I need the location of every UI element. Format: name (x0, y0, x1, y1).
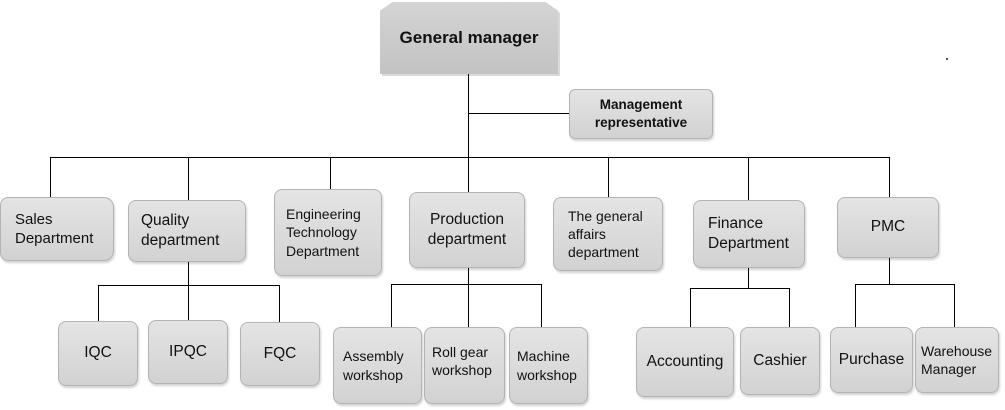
pmc-department-node: PMC (837, 197, 939, 258)
general-affairs-department-node: The general affairs department (553, 197, 663, 271)
general-manager-label: General manager (399, 28, 539, 47)
purchase-node: Purchase (830, 327, 913, 393)
management-representative-label: Management representative (594, 97, 688, 130)
iqc-node: IQC (58, 321, 138, 386)
fqc-node: FQC (240, 322, 320, 386)
quality-department-node: Quality department (128, 200, 246, 262)
engineering-department-label: Engineering Technology Department (286, 206, 361, 259)
fqc-label: FQC (263, 344, 297, 362)
general-manager-node: General manager (380, 2, 558, 74)
warehouse-manager-node: Warehouse Manager (915, 327, 999, 393)
assembly-workshop-node: Assembly workshop (333, 327, 422, 404)
general-affairs-department-label: The general affairs department (568, 207, 643, 261)
roll-gear-workshop-node: Roll gear workshop (424, 327, 505, 404)
roll-gear-workshop-label: Roll gear workshop (432, 344, 492, 379)
warehouse-manager-label: Warehouse Manager (921, 342, 993, 377)
pmc-department-label: PMC (870, 218, 906, 236)
accounting-node: Accounting (636, 327, 734, 397)
machine-workshop-node: Machine workshop (509, 327, 588, 404)
ipqc-node: IPQC (148, 320, 228, 384)
cashier-label: Cashier (753, 351, 807, 369)
management-representative-node: Management representative (569, 89, 713, 139)
production-department-node: Production department (409, 192, 525, 268)
engineering-department-node: Engineering Technology Department (274, 189, 382, 276)
ipqc-label: IPQC (169, 342, 207, 360)
quality-department-label: Quality department (141, 211, 220, 249)
cashier-node: Cashier (740, 327, 820, 395)
assembly-workshop-label: Assembly workshop (343, 348, 404, 383)
production-department-label: Production department (427, 210, 507, 248)
sales-department-label: Sales Department (15, 210, 94, 248)
stray-dot (946, 58, 948, 60)
finance-department-node: Finance Department (693, 200, 805, 268)
finance-department-label: Finance Department (708, 214, 789, 252)
machine-workshop-label: Machine workshop (517, 348, 577, 383)
accounting-label: Accounting (646, 352, 724, 370)
sales-department-node: Sales Department (0, 197, 114, 261)
iqc-label: IQC (84, 344, 112, 362)
purchase-label: Purchase (838, 350, 905, 368)
